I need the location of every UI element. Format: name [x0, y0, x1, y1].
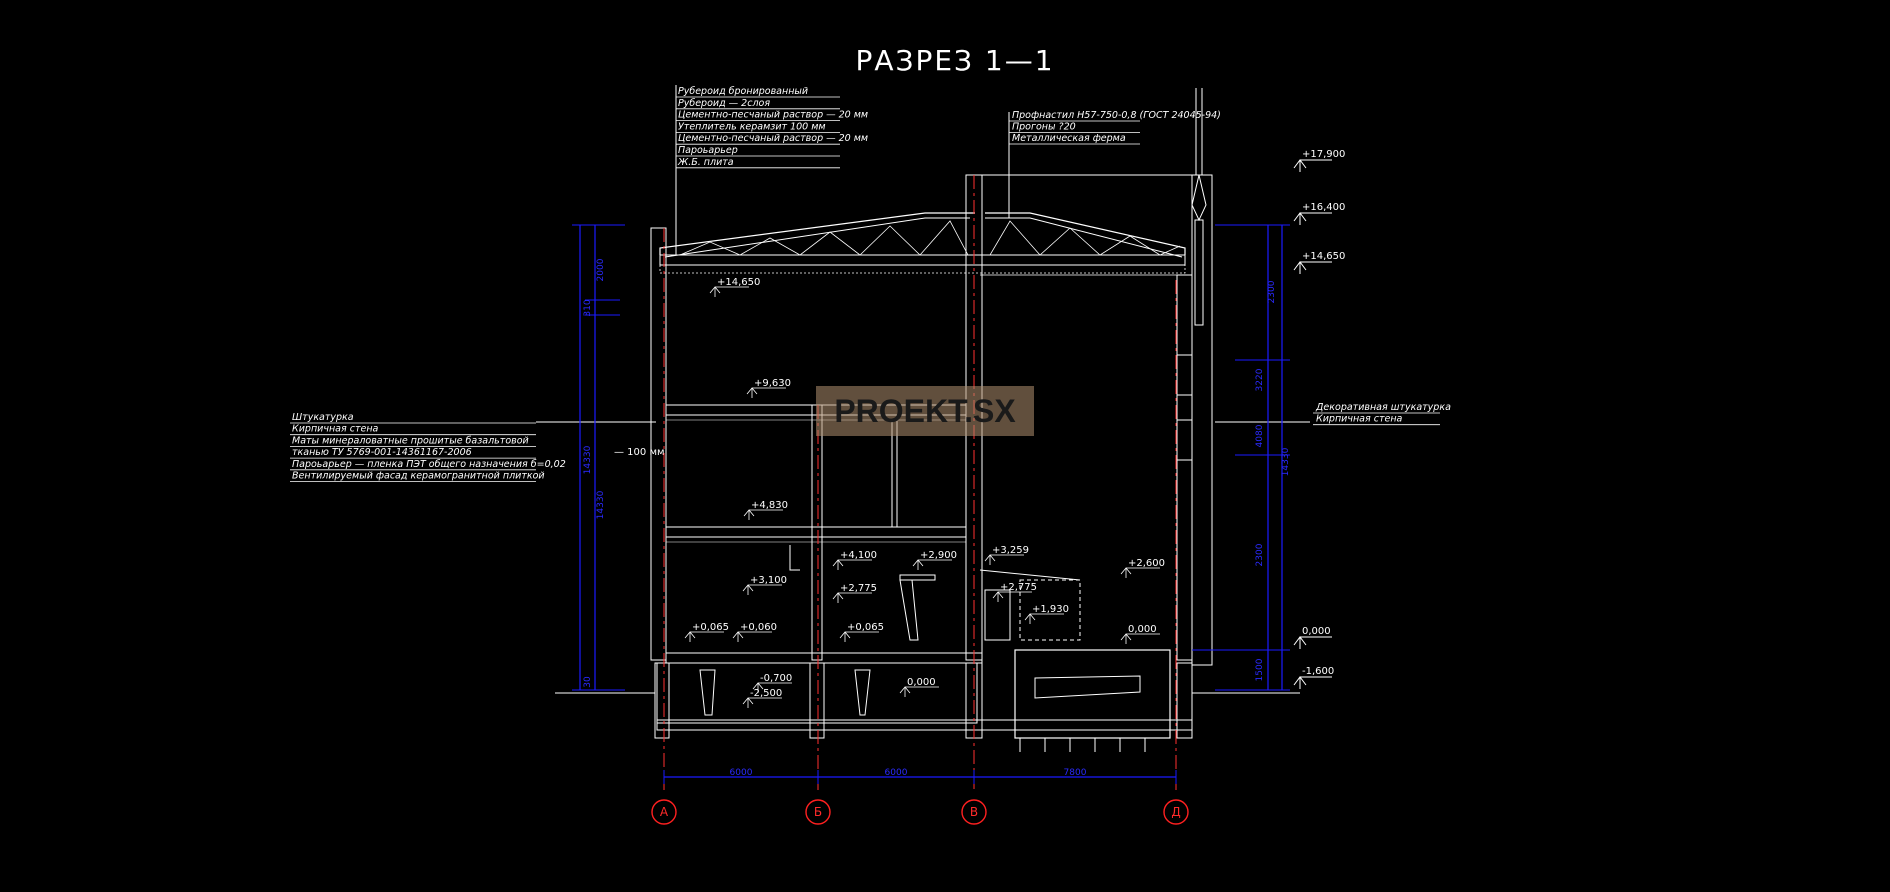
wall-left-layer-6: Вентилируемый фасад керамогранитной плит… [292, 471, 545, 482]
roof-right-layer-3: Металлическая ферма [1012, 133, 1126, 144]
dim-left-5: 30 [583, 676, 593, 688]
level-inner-15: 0,000 [1128, 624, 1157, 635]
wall-left-layer-5: Пароьарьер — пленка ПЭТ общего назначени… [292, 459, 566, 470]
axis-bubble-2: Б [814, 805, 822, 819]
inner-level-marks: +14,650 +9,630 +4,830 +4,100 +3,100 +2,775 +2,… [684, 277, 1165, 708]
watermark-text: PROEKT.SX [834, 393, 1016, 429]
level-inner-17: -2,500 [750, 688, 782, 699]
level-right-2: +16,400 [1302, 202, 1345, 213]
dim-right-4: 14330 [1281, 447, 1291, 476]
dim-left-4: 14330 [596, 490, 606, 519]
wall-left-layer-1: Штукатурка [292, 412, 354, 423]
roof-right-callout: Профнастил Н57-750-0,8 (ГОСТ 24045-94)Пр… [1008, 110, 1221, 218]
axis-bubble-4: Д [1171, 805, 1180, 819]
stairs [789, 545, 1081, 641]
axis-bubble-3: В [970, 805, 978, 819]
level-inner-9: +2,775 [1000, 582, 1037, 593]
roof-layer-6: Пароьарьер [678, 145, 738, 156]
left-dimension-chain: 2000 310 14330 14330 30 [572, 224, 625, 691]
axis-lines [663, 175, 1177, 790]
roof-slab [659, 254, 1186, 266]
dim-bottom-2: 6000 [885, 768, 908, 778]
building-section [555, 88, 1300, 752]
outer-wall-right [1176, 274, 1193, 661]
wall-left-layer-4: тканью ТУ 5769-001-14361167-2006 [292, 447, 472, 458]
level-inner-13: +0,060 [740, 622, 777, 633]
roof-layer-1: Рубероид бронированный [678, 86, 808, 97]
level-right-4: 0,000 [1302, 626, 1331, 637]
dim-bottom-3: 7800 [1064, 768, 1087, 778]
level-inner-18: 0,000 [907, 677, 936, 688]
roof-layer-5: Цементно-песчаный раствор — 20 мм [678, 133, 868, 144]
right-dimension-chain: 2300 3220 4080 14330 2300 1500 [1192, 224, 1291, 691]
wall-right-layer-1: Декоративная штукатурка [1315, 402, 1451, 413]
right-level-marks: +17,900 +16,400 +14,650 0,000 -1,600 [1293, 149, 1345, 689]
floor-slab-1 [665, 652, 983, 664]
level-inner-4: +4,100 [840, 550, 877, 561]
roof-right-layer-1: Профнастил Н57-750-0,8 (ГОСТ 24045-94) [1012, 110, 1221, 121]
dim-right-1: 2300 [1267, 280, 1277, 303]
bottom-dimension-chain: 6000 6000 7800 [663, 768, 1177, 784]
column-axis-b [811, 404, 823, 661]
dim-left-1: 2000 [596, 258, 606, 281]
wall-left-layer-2: Кирпичная стена [292, 424, 379, 435]
roof-layer-2: Рубероид — 2слоя [678, 98, 770, 109]
drawing-title: РАЗРЕЗ 1—1 [855, 44, 1054, 77]
level-inner-6: +2,775 [840, 583, 877, 594]
level-inner-2: +9,630 [754, 378, 791, 389]
level-inner-3: +4,830 [751, 500, 788, 511]
wall-thickness-note: — 100 мм [614, 447, 665, 458]
level-inner-12: +0,065 [692, 622, 729, 633]
outer-wall-left [650, 227, 667, 661]
dim-right-2: 3220 [1255, 368, 1265, 391]
level-right-3: +14,650 [1302, 251, 1345, 262]
dim-left-2: 310 [583, 299, 593, 316]
mast [1191, 88, 1207, 326]
level-inner-10: +1,930 [1032, 604, 1069, 615]
level-right-5: -1,600 [1302, 666, 1334, 677]
roof-layer-4: Утеплитель керамзит 100 мм [678, 121, 826, 132]
level-inner-5: +3,100 [750, 575, 787, 586]
watermark: PROEKT.SX [816, 386, 1034, 436]
dim-right-5: 2300 [1255, 543, 1265, 566]
roof-truss-left [659, 212, 975, 258]
level-inner-1: +14,650 [717, 277, 760, 288]
dim-right-3: 4080 [1255, 424, 1265, 447]
roof-layer-3: Цементно-песчаный раствор — 20 мм [678, 110, 868, 121]
level-inner-7: +2,900 [920, 550, 957, 561]
level-inner-11: +2,600 [1128, 558, 1165, 569]
wall-right-layer-2: Кирпичная стена [1316, 414, 1403, 425]
roof-right-layer-2: Прогоны ?20 [1012, 122, 1076, 133]
axis-bubble-1: А [660, 805, 669, 819]
level-inner-14: +0,065 [847, 622, 884, 633]
level-right-1: +17,900 [1302, 149, 1345, 160]
level-inner-8: +3,259 [992, 545, 1029, 556]
level-inner-16: -0,700 [760, 673, 792, 684]
wall-left-layer-3: Маты минераловатные прошитые базальтовой [292, 435, 529, 446]
dim-bottom-1: 6000 [730, 768, 753, 778]
dim-right-6: 1500 [1255, 658, 1265, 681]
dim-left-3: 14330 [583, 445, 593, 474]
roof-layer-7: Ж.Б. плита [677, 157, 734, 168]
roof-truss-right [985, 212, 1186, 258]
basement [656, 649, 1193, 752]
floor-slab-2 [665, 526, 967, 538]
